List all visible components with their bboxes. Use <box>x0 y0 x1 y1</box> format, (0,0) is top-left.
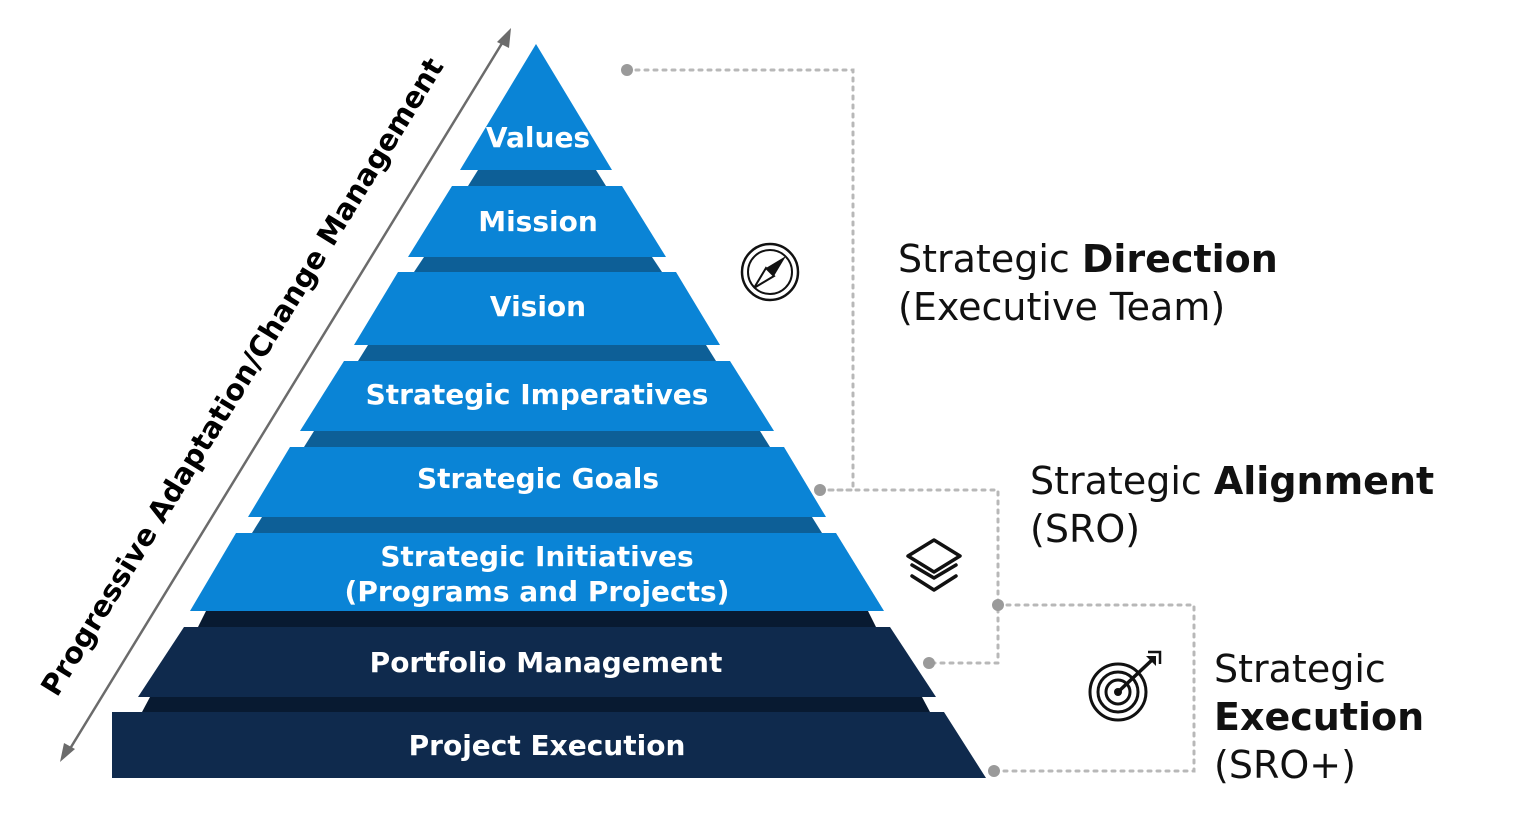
pyramid-tier-strategic-initiatives: Strategic Initiatives (Programs and Proj… <box>190 533 884 611</box>
compass-icon <box>740 242 800 302</box>
tier-label: Portfolio Management <box>370 646 723 679</box>
group-strategic-direction: Strategic Direction (Executive Team) <box>898 237 1278 329</box>
connector-dot <box>988 765 1000 777</box>
direction-bold: Direction <box>1082 237 1278 281</box>
pyramid-tier-values: Values <box>460 44 612 170</box>
pyramid-tier-vision: Vision <box>354 272 720 345</box>
tier-label: Mission <box>478 205 598 238</box>
direction-bracket <box>625 68 855 492</box>
target-icon <box>1088 650 1162 722</box>
tier-label: Project Execution <box>409 729 686 762</box>
execution-bracket <box>992 603 1196 773</box>
connector-dot <box>621 64 633 76</box>
connectors <box>621 64 1196 777</box>
direction-title: Strategic Direction <box>898 237 1278 281</box>
alignment-bracket <box>818 488 1000 665</box>
direction-sub: (Executive Team) <box>898 285 1225 329</box>
connector-dot <box>923 657 935 669</box>
connector-dot <box>992 599 1004 611</box>
pyramid-tier-portfolio-management: Portfolio Management <box>138 627 936 697</box>
execution-line1: Strategic <box>1214 647 1386 691</box>
layers-icon <box>906 538 962 592</box>
alignment-prefix: Strategic <box>1030 459 1214 503</box>
alignment-sub: (SRO) <box>1030 507 1140 551</box>
execution-bold: Execution <box>1214 695 1424 739</box>
pyramid-shadows <box>142 170 930 712</box>
pyramid-tier-strategic-imperatives: Strategic Imperatives <box>300 361 774 431</box>
alignment-bold: Alignment <box>1214 459 1434 503</box>
tier-label: Strategic Imperatives <box>366 378 709 411</box>
execution-sub: (SRO+) <box>1214 743 1356 787</box>
tier-label: Values <box>486 121 590 154</box>
progressive-adaptation-arrow <box>60 28 511 762</box>
pyramid-tier-project-execution: Project Execution <box>112 712 986 778</box>
group-strategic-alignment: Strategic Alignment (SRO) <box>1030 459 1434 551</box>
direction-prefix: Strategic <box>898 237 1082 281</box>
tier-label-line1: Strategic Initiatives <box>380 540 693 573</box>
connector-dot <box>814 484 826 496</box>
pyramid-tier-mission: Mission <box>408 186 666 257</box>
tier-label-line2: (Programs and Projects) <box>345 575 730 608</box>
group-strategic-execution: Strategic Execution (SRO+) <box>1214 647 1424 787</box>
tier-label: Strategic Goals <box>417 462 659 495</box>
tier-label: Vision <box>490 290 586 323</box>
alignment-title: Strategic Alignment <box>1030 459 1434 503</box>
pyramid-tier-strategic-goals: Strategic Goals <box>248 447 826 517</box>
